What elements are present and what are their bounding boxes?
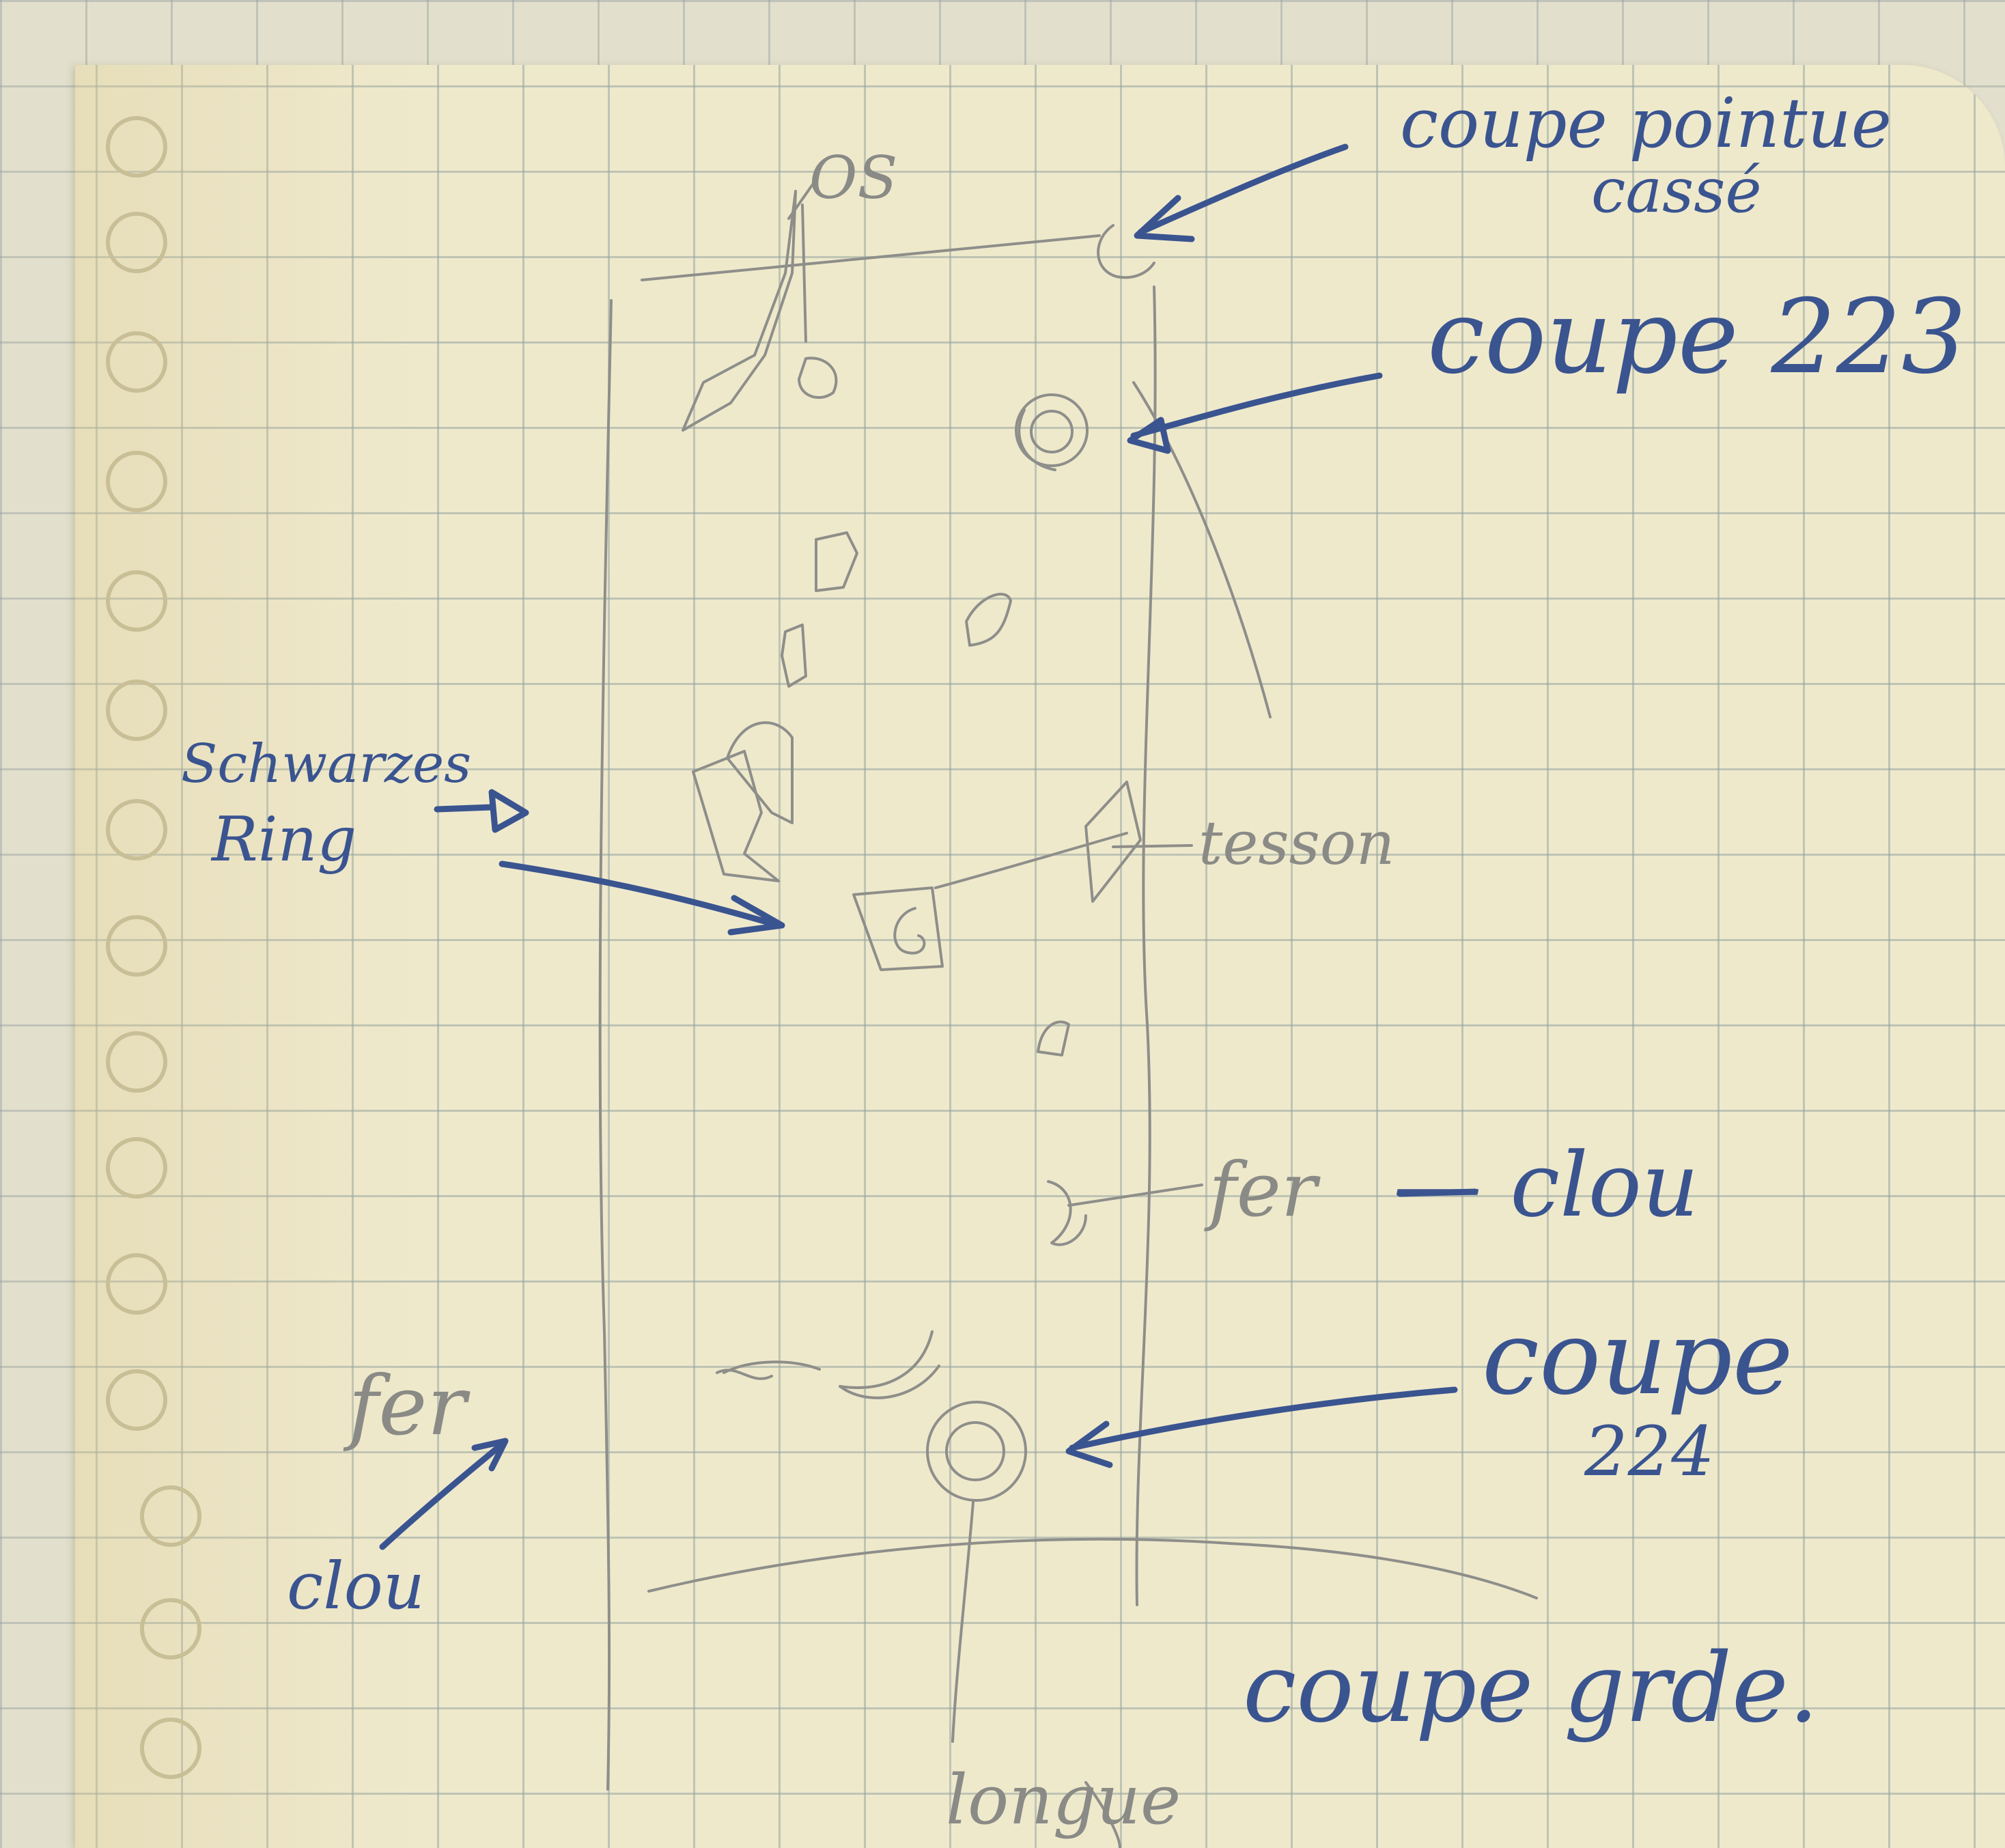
binding-hole: [106, 1369, 167, 1431]
sherd-3: [781, 624, 807, 688]
grave-bottom-arc: [647, 1537, 1538, 1599]
label-coupe-223: coupe 223: [1427, 278, 1967, 397]
label-coupe-pointue-line2: cassé: [1591, 155, 1762, 227]
grave-outline-left: [598, 299, 613, 1791]
label-clou-left: clou: [287, 1549, 425, 1624]
sherd-1: [815, 531, 858, 592]
cup-223-outer: [1015, 393, 1089, 467]
binding-hole: [106, 1031, 167, 1093]
arrow-clou-left-head: [471, 1438, 509, 1472]
schwarzes-ring-box: [852, 886, 944, 971]
cup-223-inner: [1030, 410, 1074, 453]
label-coupe-224-line1: coupe: [1482, 1299, 1793, 1418]
label-coupe-224-line2: 224: [1584, 1412, 1715, 1492]
small-sherd: [1037, 1020, 1070, 1056]
arrow-coupe-pointue-head: [1134, 195, 1195, 242]
label-longue: longue: [946, 1760, 1181, 1840]
notebook-page: [75, 65, 2005, 1848]
binding-hole: [140, 1485, 201, 1547]
crescent-fragment: [839, 1330, 940, 1399]
arrow-coupe-223: [1130, 372, 1383, 439]
label-fer-left: fer: [343, 1359, 471, 1454]
iron-nail-mid: [1047, 1180, 1087, 1246]
schwarzes-ring-mark: [893, 907, 926, 955]
skull-fragment: [798, 356, 838, 400]
arrow-coupe-223-head: [1127, 417, 1171, 454]
iron-nail-left: [723, 1360, 821, 1374]
dash-clou-mid: [1397, 1188, 1478, 1197]
pencil-drawing: [598, 183, 1538, 1848]
binding-hole: [106, 331, 167, 393]
binding-hole: [106, 1137, 167, 1199]
bone-stem: [801, 204, 807, 343]
arrow-clou-left: [379, 1441, 505, 1550]
page-stain: [75, 65, 417, 1848]
binding-holes: [106, 116, 201, 1779]
cup-224-stem: [951, 1501, 975, 1743]
arrow-schwarzes-small-head: [488, 789, 529, 833]
binding-hole: [106, 212, 167, 273]
binding-hole: [106, 451, 167, 512]
label-fer-mid: fer: [1204, 1146, 1321, 1233]
cup-224-inner: [945, 1421, 1005, 1481]
arrow-coupe-224-head: [1065, 1420, 1113, 1468]
label-os: OS: [809, 144, 897, 212]
binding-hole: [106, 116, 167, 178]
arrow-coupe-224: [1069, 1386, 1458, 1451]
connector-line: [934, 832, 1128, 889]
longue-line: [1084, 1781, 1121, 1848]
label-schwarzes-line2: Ring: [210, 804, 356, 876]
iron-nail-mid-pointer: [1067, 1184, 1203, 1207]
grave-outline-right: [1135, 285, 1157, 1606]
cup-223-extra: [1018, 408, 1056, 471]
ink-arrows: [379, 143, 1478, 1550]
arrow-schwarzes-ring: [499, 860, 782, 929]
os-pointer: [787, 183, 814, 220]
ring-fragment: [726, 721, 794, 824]
binding-hole: [106, 1253, 167, 1315]
label-tesson: tesson: [1198, 808, 1394, 878]
tesson-pointer: [1112, 844, 1193, 848]
broken-cup-arc: [1097, 224, 1155, 279]
binding-hole: [140, 1718, 201, 1779]
binding-hole: [106, 915, 167, 977]
arrow-coupe-pointue: [1137, 143, 1349, 236]
tesson-sherd: [1084, 781, 1142, 903]
arrow-schwarzes-ring-head: [727, 895, 785, 936]
binding-hole: [106, 680, 167, 741]
label-coupe-grande: coupe grde.: [1243, 1633, 1819, 1744]
broken-vessel: [692, 750, 780, 882]
sherd-2: [965, 593, 1012, 647]
binding-hole: [106, 570, 167, 632]
bone-outline: [682, 190, 797, 432]
label-schwarzes-line1: Schwarzes: [181, 733, 471, 795]
binding-hole: [140, 1598, 201, 1660]
arrow-schwarzes-small: [434, 804, 495, 813]
binding-hole: [106, 799, 167, 860]
squiggle: [716, 1369, 773, 1380]
cup-224-outer: [926, 1401, 1027, 1502]
label-coupe-pointue-line1: coupe pointue: [1400, 83, 1892, 163]
pencil-labels: OS tesson fer fer longue: [343, 144, 1394, 1840]
grave-outline-top: [641, 234, 1101, 281]
ink-labels: coupe pointue cassé coupe 223 Schwarzes …: [181, 83, 1967, 1744]
label-clou-mid: — clou: [1393, 1133, 1699, 1237]
